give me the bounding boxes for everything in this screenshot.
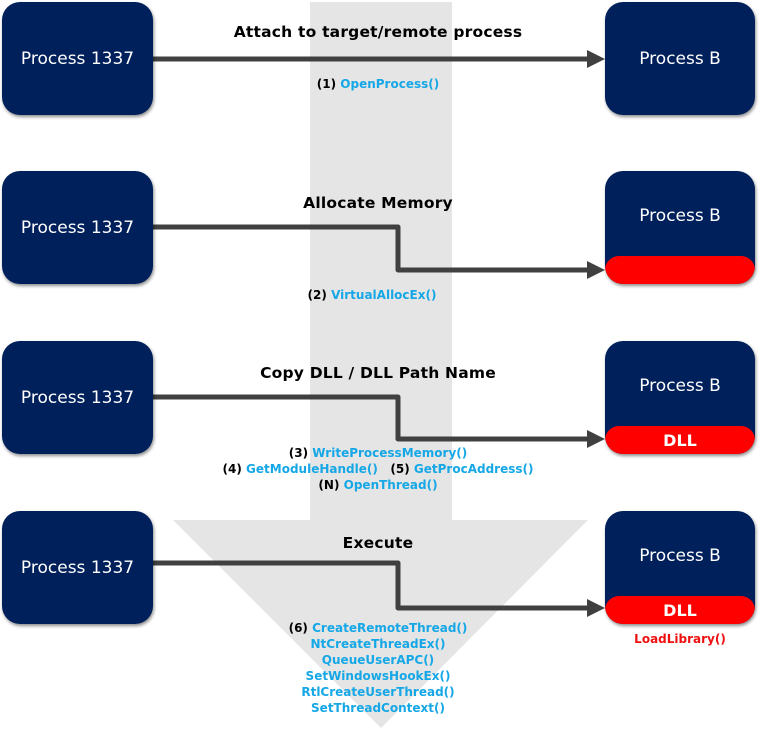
arrowhead-allocate [587, 261, 605, 279]
source-process-box: Process 1337 [2, 341, 153, 454]
load-library-call: LoadLibrary() [634, 632, 726, 646]
dll-memory-region: DLL [605, 426, 755, 454]
api-step-number: (N) [318, 478, 340, 492]
api-call: (1) OpenProcess() [317, 76, 439, 92]
api-call: RtlCreateUserThread() [289, 684, 468, 700]
connector-allocate [153, 224, 592, 273]
source-process-label: Process 1337 [20, 557, 135, 578]
connector-execute [153, 560, 592, 611]
api-call: (6) CreateRemoteThread() [289, 620, 468, 636]
source-process-box: Process 1337 [2, 171, 153, 284]
api-function-name: OpenProcess() [340, 77, 440, 91]
connector-copy [153, 394, 592, 442]
source-process-box: Process 1337 [2, 2, 153, 115]
target-process-label: Process B [639, 545, 721, 566]
target-process-box: Process B DLL [605, 341, 755, 454]
step-title-attach: Attach to target/remote process [233, 23, 523, 41]
step-title-copy: Copy DLL / DLL Path Name [260, 364, 496, 382]
api-function-name: GetModuleHandle() [246, 462, 378, 476]
api-function-name: SetWindowsHookEx() [305, 669, 451, 683]
api-call: (3) WriteProcessMemory() [223, 445, 534, 461]
api-call-row: (4) GetModuleHandle() (5) GetProcAddress… [223, 461, 534, 477]
api-function-name: QueueUserAPC() [321, 653, 435, 667]
step-title-execute: Execute [342, 534, 414, 552]
target-process-label: Process B [639, 48, 721, 69]
target-process-box: Process B [605, 2, 755, 115]
target-process-box: Process B [605, 171, 755, 284]
loader-call: LoadLibrary() [634, 631, 726, 647]
source-process-label: Process 1337 [20, 387, 135, 408]
api-call: NtCreateThreadEx() [289, 636, 468, 652]
api-call: (2) VirtualAllocEx() [308, 287, 437, 303]
source-process-label: Process 1337 [20, 48, 135, 69]
api-step-number: (4) [222, 462, 242, 476]
api-function-name: NtCreateThreadEx() [310, 637, 446, 651]
api-step-number: (2) [307, 288, 327, 302]
api-function-name: GetProcAddress() [413, 462, 534, 476]
api-call-list: (3) WriteProcessMemory() (4) GetModuleHa… [223, 445, 534, 493]
api-call: SetThreadContext() [289, 700, 468, 716]
api-call: (N) OpenThread() [223, 477, 534, 493]
api-call: QueueUserAPC() [289, 652, 468, 668]
source-process-box: Process 1337 [2, 511, 153, 624]
api-function-name: OpenThread() [343, 478, 438, 492]
dll-memory-region: DLL [605, 596, 755, 624]
arrowhead-copy [587, 430, 605, 448]
api-function-name: VirtualAllocEx() [331, 288, 437, 302]
api-function-name: SetThreadContext() [311, 701, 445, 715]
api-step-number: (6) [288, 621, 308, 635]
target-process-label: Process B [639, 205, 721, 226]
arrowhead-attach [587, 50, 605, 68]
api-call-list: (6) CreateRemoteThread() NtCreateThreadE… [289, 620, 468, 716]
api-step-number: (5) [390, 462, 410, 476]
flow-arrow-shape [173, 2, 588, 728]
target-process-box: Process B DLL [605, 511, 755, 624]
target-process-label: Process B [639, 375, 721, 396]
allocated-memory-region [605, 256, 755, 284]
api-function-name: CreateRemoteThread() [312, 621, 468, 635]
api-step-number: (1) [316, 77, 337, 91]
api-function-name: WriteProcessMemory() [312, 446, 468, 460]
api-call: SetWindowsHookEx() [289, 668, 468, 684]
api-step-number: (3) [288, 446, 309, 460]
api-function-name: RtlCreateUserThread() [301, 685, 455, 699]
arrowhead-execute [587, 599, 605, 617]
step-title-allocate: Allocate Memory [303, 194, 453, 212]
source-process-label: Process 1337 [20, 217, 135, 238]
